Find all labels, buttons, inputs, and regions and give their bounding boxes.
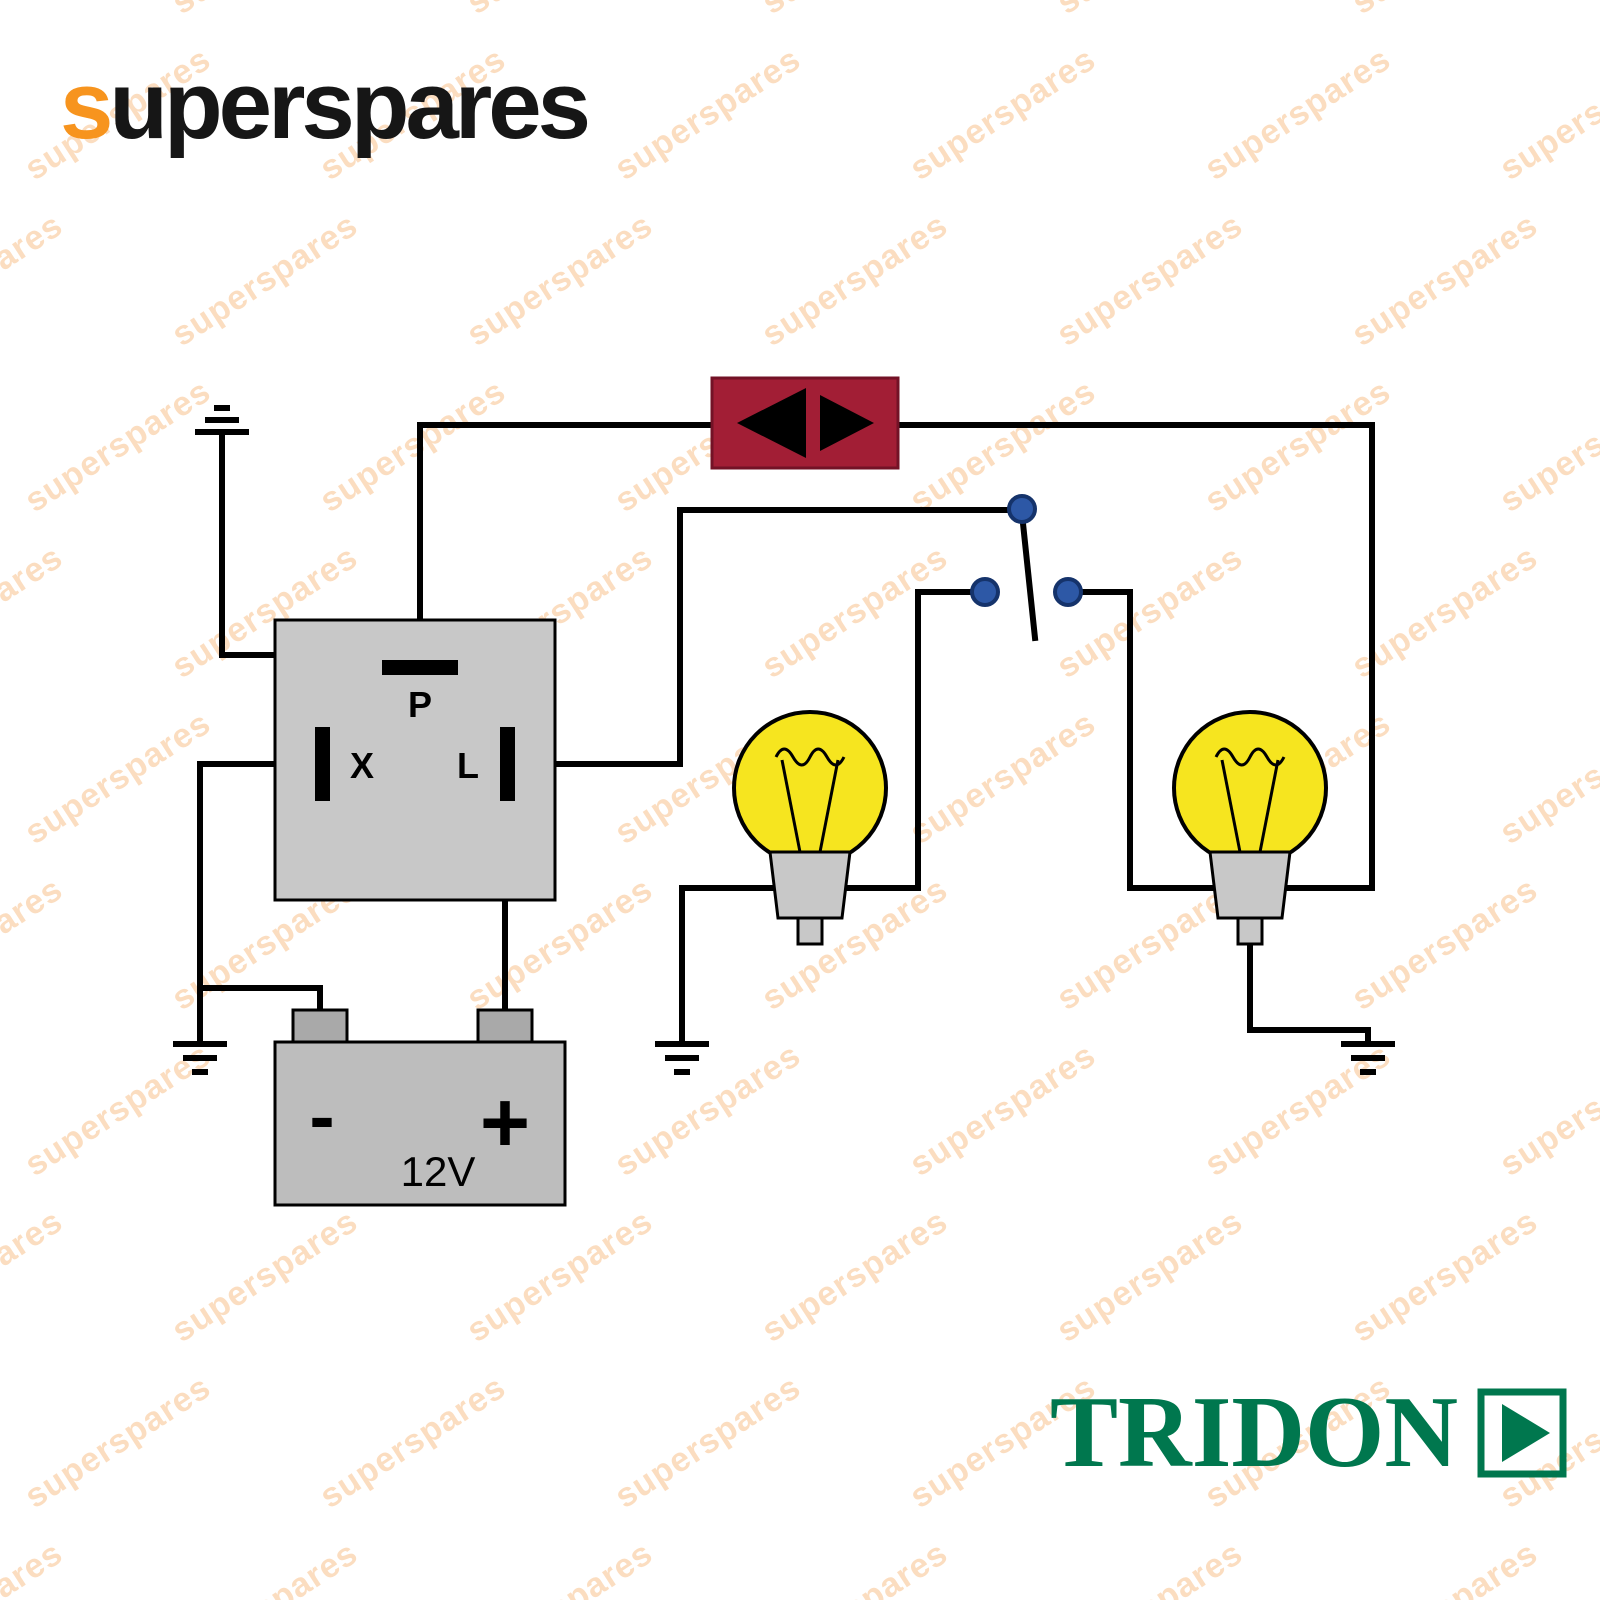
- ground-symbol-bottom-right: [1341, 1041, 1395, 1075]
- switch-right-contact: [1053, 577, 1083, 607]
- relay-terminal-l-label: L: [457, 745, 479, 786]
- right-bulb-contact: [1236, 916, 1264, 946]
- turn-signal-switch: [970, 494, 1083, 607]
- battery-body: [273, 1040, 567, 1207]
- wire-switch-right-to-right-bulb: [1077, 589, 1219, 891]
- relay-terminal-p: [382, 660, 458, 675]
- superspares-logo: superspares: [60, 58, 591, 154]
- tridon-logo-text: TRIDON: [1050, 1376, 1459, 1489]
- left-bulb-contact: [796, 916, 824, 946]
- ground-symbol-bottom-center: [655, 1041, 709, 1075]
- wire-switch-left-to-left-bulb: [843, 589, 977, 891]
- wire-relay-p-to-indicator: [417, 422, 715, 669]
- superspares-logo-accent-letter: s: [60, 52, 113, 159]
- tridon-arrow-icon: [1477, 1388, 1567, 1478]
- ground-symbol-top-left: [195, 405, 249, 435]
- dash-indicator: [710, 376, 900, 470]
- right-bulb-glass: [1172, 710, 1328, 866]
- left-arrow-icon: [737, 388, 806, 458]
- wire-relay-l-to-switch: [511, 507, 1013, 767]
- right-bulb-base: [1208, 850, 1292, 920]
- ground-symbol-bottom-left: [173, 1041, 227, 1075]
- left-bulb-filament: [774, 747, 846, 853]
- wire-indicator-to-right-bulb: [895, 422, 1375, 891]
- right-indicator-bulb: [1172, 710, 1328, 946]
- wire-right-bulb-to-ground: [1247, 939, 1371, 1045]
- wire-left-bulb-to-ground: [679, 885, 777, 1045]
- left-bulb-base: [768, 850, 852, 920]
- battery-plus-label: +: [480, 1075, 530, 1171]
- wire-ground-to-relay: [219, 429, 280, 658]
- switch-left-contact: [970, 577, 1000, 607]
- flasher-relay: P X L: [273, 618, 557, 902]
- switch-common-contact: [1007, 494, 1037, 524]
- relay-terminal-x: [315, 727, 330, 801]
- switch-lever: [1018, 510, 1039, 642]
- superspares-logo-text: uperspares: [109, 52, 591, 159]
- relay-terminal-x-label: X: [350, 745, 374, 786]
- battery-voltage-label: 12V: [401, 1148, 476, 1195]
- battery: - + 12V: [273, 1008, 567, 1207]
- battery-minus-label: -: [309, 1074, 334, 1159]
- wire-battery-negative-to-ground: [197, 985, 323, 1045]
- left-indicator-bulb: [732, 710, 888, 946]
- relay-terminal-l: [500, 727, 515, 801]
- left-bulb-glass: [732, 710, 888, 866]
- right-arrow-icon: [820, 395, 874, 451]
- tridon-logo: TRIDON: [1050, 1382, 1568, 1484]
- relay-terminal-p-label: P: [408, 684, 432, 725]
- right-bulb-filament: [1214, 747, 1286, 853]
